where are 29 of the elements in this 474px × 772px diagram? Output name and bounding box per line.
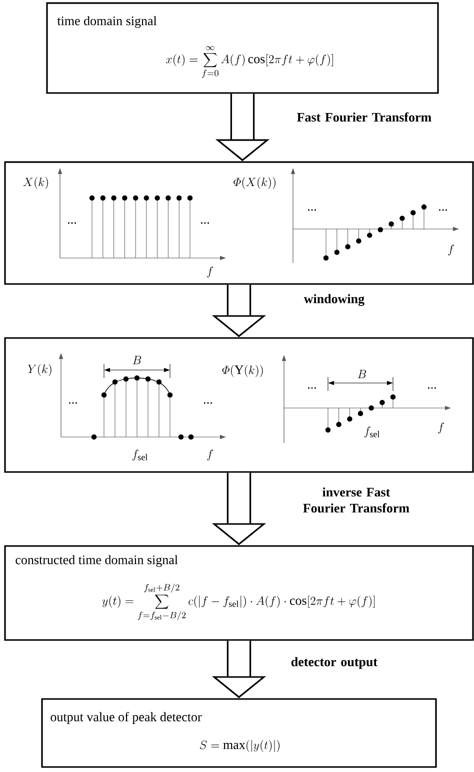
axis-label: $f$ <box>207 266 214 278</box>
ellipsis: ... <box>200 222 210 224</box>
edge-label: inverse Fast Fourier Transform <box>303 487 410 513</box>
ellipsis: ... <box>68 402 78 404</box>
ellipsis: ... <box>428 387 436 389</box>
edge-label: windowing <box>304 294 364 306</box>
axis-label: $X(k)$ <box>23 177 48 190</box>
ellipsis: ... <box>438 209 448 211</box>
bandwidth-label: $B$ <box>132 356 142 364</box>
axis-label: $Y(k)$ <box>28 364 52 376</box>
axis-label: $f$ <box>448 244 454 256</box>
process-box: constructed time domain signal $y(t)=\sum_{f=f_{\mathrm{sel}}-B/2}^{f_{\mathrm{sel}}+B/2}c(|f-f_{\mathrm{sel}}|)\cdot A(f)\cdot\cos[2\pi ft+\varphi(f)]$ <box>4 545 474 641</box>
bandwidth-label: $B$ <box>358 370 366 378</box>
axis-label: $f$ <box>207 450 214 460</box>
axis-label: $f$ <box>438 422 444 434</box>
ellipsis: ... <box>204 402 212 404</box>
edge-label: Fast Fourier Transform <box>297 112 432 122</box>
plot-panel <box>4 161 474 285</box>
process-box: time domain signal $x(t)=\sum_{f=0}^{\infty}A(f)\cos[2\pi ft+\varphi(f)]$ <box>46 2 439 94</box>
ellipsis: ... <box>308 387 316 389</box>
edge-label: detector output <box>291 657 378 669</box>
plot-panel <box>4 337 474 473</box>
process-box: output value of peak detector $S=\max(|y(t)|)$ <box>41 698 437 768</box>
axis-label: $\mathnormal{\Phi}(X(k))$ <box>234 177 276 190</box>
ellipsis: ... <box>68 222 76 224</box>
frequency-label: $f_{\mathrm{sel}}$ <box>132 450 148 460</box>
axis-label: $\mathnormal{\Phi}(\mathrm{Y}(k))$ <box>222 365 263 378</box>
frequency-label: $f_{\mathrm{sel}}$ <box>364 426 380 438</box>
ellipsis: ... <box>308 209 316 211</box>
